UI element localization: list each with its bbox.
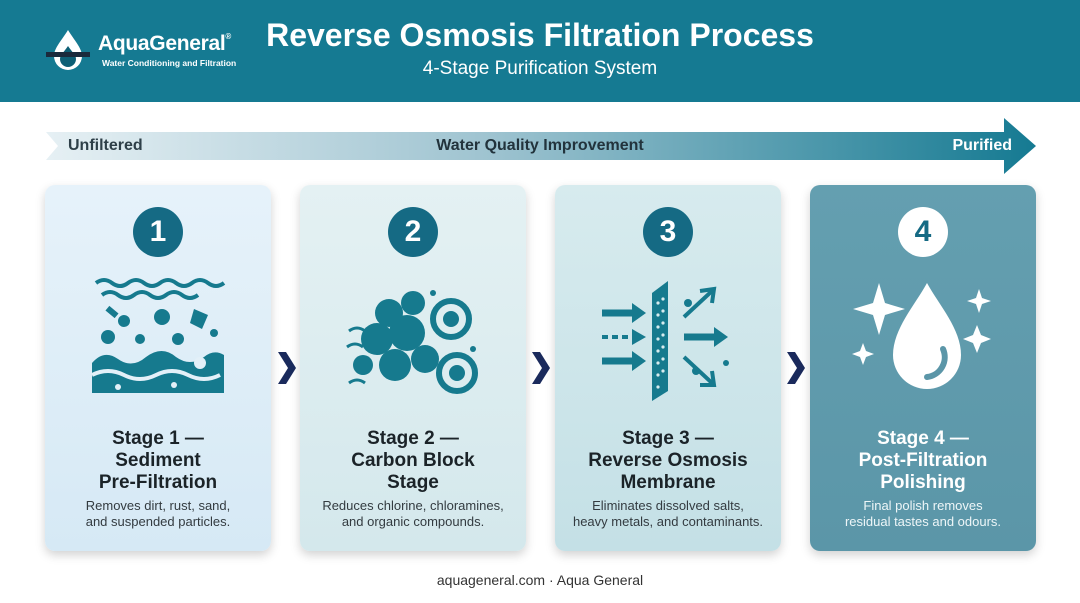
quality-improvement-arrow — [46, 118, 1036, 174]
page-subtitle: 4-Stage Purification System — [422, 58, 658, 79]
chevron-right-icon — [532, 352, 550, 384]
stage-card-2: 2 Stage 2 — Carbon Block Stage Reduces c… — [300, 185, 526, 551]
purified-label: Purified — [952, 137, 1012, 154]
stage-number-badge: 1 — [133, 207, 183, 257]
stage-description: Removes dirt, rust, sand, and suspended … — [85, 498, 231, 529]
stage-title: Stage 1 — Sediment Pre-Filtration — [98, 428, 218, 493]
stage-description: Reduces chlorine, chloramines, and organ… — [322, 498, 504, 529]
quality-improvement-label: Water Quality Improvement — [436, 137, 644, 154]
stage-card-1: 1 Stage 1 — Sediment Pre-Filtration Remo… — [45, 185, 271, 551]
stage-description: Final polish removes residual tastes and… — [844, 498, 1002, 529]
unfiltered-label: Unfiltered — [68, 137, 143, 154]
stage-card-4: 4 Stage 4 — Post-Filtration Polishing Fi… — [810, 185, 1036, 551]
stage-title: Stage 2 — Carbon Block Stage — [351, 428, 475, 493]
stage-number-badge: 4 — [898, 207, 948, 257]
stage-description: Eliminates dissolved salts, heavy metals… — [572, 498, 764, 529]
chevron-right-icon — [787, 352, 805, 384]
sediment-layers-icon — [91, 278, 226, 393]
stage-number-badge: 2 — [388, 207, 438, 257]
carbon-granules-icon — [346, 290, 478, 394]
sparkling-drop-icon — [852, 283, 991, 389]
brand-logo[interactable]: AquaGeneral® Water Conditioning and Filt… — [44, 24, 244, 74]
header-banner: AquaGeneral® Water Conditioning and Filt… — [0, 0, 1080, 102]
membrane-icon — [602, 281, 729, 401]
chevron-right-icon — [278, 352, 296, 384]
footer-credit[interactable]: aquageneral.com · Aqua General — [436, 572, 644, 588]
water-drop-logo-icon — [46, 30, 90, 70]
page-title: Reverse Osmosis Filtration Process — [266, 17, 814, 53]
brand-name: AquaGeneral® — [98, 32, 232, 55]
brand-tagline: Water Conditioning and Filtration — [102, 58, 237, 68]
stage-title: Stage 3 — Reverse Osmosis Membrane — [588, 428, 748, 493]
stage-title: Stage 4 — Post-Filtration Polishing — [858, 428, 988, 493]
stage-number-badge: 3 — [643, 207, 693, 257]
stage-card-3: 3 — [555, 185, 781, 551]
